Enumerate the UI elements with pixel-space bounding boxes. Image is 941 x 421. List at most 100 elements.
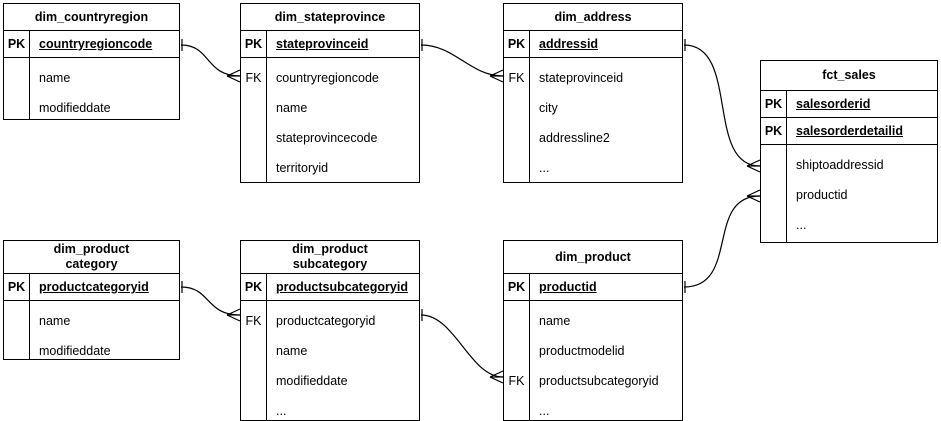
attribute-key-column: FK bbox=[241, 58, 267, 182]
key-badge: PK bbox=[761, 118, 787, 144]
attribute-dim_address-3: ... bbox=[539, 161, 550, 175]
entity-title-line: dim_product bbox=[53, 242, 130, 256]
attribute-key-column bbox=[4, 58, 30, 119]
relationship-product-to-fctsales[interactable] bbox=[683, 189, 761, 293]
attribute-dim_product-1: productmodelid bbox=[539, 344, 625, 358]
fk-badge: FK bbox=[245, 314, 262, 328]
entity-title-dim_address: dim_address bbox=[504, 4, 682, 31]
attribute-dim_product-3: ... bbox=[539, 404, 550, 418]
attribute-key-column: FK bbox=[241, 301, 267, 420]
entity-title-line: fct_sales bbox=[822, 68, 876, 82]
cardinality-many-marker bbox=[489, 69, 504, 77]
key-field-name: stateprovinceid bbox=[276, 37, 369, 51]
attribute-dim_address-2: addressline2 bbox=[539, 131, 610, 145]
cardinality-many-marker bbox=[489, 376, 504, 384]
key-row-dim_stateprovince-stateprovinceid[interactable]: PK stateprovinceid bbox=[241, 31, 419, 58]
attribute-name-column: name modifieddate bbox=[30, 58, 179, 119]
key-row-dim_address-addressid[interactable]: PK addressid bbox=[504, 31, 682, 58]
key-field-name: salesorderid bbox=[796, 97, 871, 111]
attribute-dim_product-2: productsubcategoryid bbox=[539, 374, 659, 388]
entity-title-line: dim_address bbox=[554, 9, 632, 24]
attributes-block-fct_sales: shiptoaddressid productid... bbox=[761, 145, 937, 242]
relationship-curve bbox=[683, 195, 761, 288]
key-field-name: salesorderdetailid bbox=[796, 124, 903, 138]
attribute-fct_sales-1: productid bbox=[796, 188, 848, 202]
key-badge: PK bbox=[504, 31, 530, 57]
cardinality-many-marker bbox=[226, 314, 241, 322]
key-badge: PK bbox=[504, 274, 530, 300]
entity-title-line: dim_product bbox=[292, 242, 368, 256]
attribute-dim_countryregion-0: name bbox=[39, 71, 71, 85]
fk-badge: FK bbox=[245, 71, 262, 85]
attributes-block-dim_countryregion: name modifieddate bbox=[4, 58, 179, 119]
attribute-name-column: shiptoaddressid productid... bbox=[787, 145, 937, 242]
attribute-dim_productsubcategory-2: modifieddate bbox=[276, 374, 348, 388]
relationship-curve bbox=[683, 44, 761, 167]
relationship-productcategory-to-subcategory[interactable] bbox=[180, 281, 241, 322]
entity-title-line: category bbox=[65, 257, 118, 271]
attribute-dim_countryregion-1: modifieddate bbox=[39, 101, 111, 115]
entity-title-dim_product: dim_product bbox=[504, 241, 682, 274]
entity-title-line: dim_stateprovince bbox=[274, 9, 386, 24]
cardinality-many-marker bbox=[489, 370, 504, 378]
attribute-dim_productsubcategory-3: ... bbox=[276, 404, 287, 418]
attribute-dim_product-0: name bbox=[539, 314, 571, 328]
key-field-name: countryregioncode bbox=[39, 37, 153, 51]
relationship-countryregion-to-stateprovince[interactable] bbox=[180, 39, 241, 83]
cardinality-many-marker bbox=[226, 75, 241, 83]
key-badge: PK bbox=[4, 31, 30, 57]
attributes-block-dim_productsubcategory: FK productcategoryid name modifieddate... bbox=[241, 301, 419, 420]
key-row-dim_countryregion-countryregioncode[interactable]: PK countryregioncode bbox=[4, 31, 179, 58]
key-field-name: addressid bbox=[539, 37, 599, 51]
attribute-dim_productsubcategory-0: productcategoryid bbox=[276, 314, 376, 328]
attribute-dim_productsubcategory-1: name bbox=[276, 344, 308, 358]
attribute-key-column bbox=[761, 145, 787, 242]
key-row-fct_sales-salesorderdetailid[interactable]: PK salesorderdetailid bbox=[761, 118, 937, 145]
fk-badge: FK bbox=[508, 71, 525, 85]
key-badge: PK bbox=[241, 31, 267, 57]
key-row-dim_product-productid[interactable]: PK productid bbox=[504, 274, 682, 301]
attribute-key-column bbox=[4, 301, 30, 359]
relationship-address-to-fctsales[interactable] bbox=[683, 39, 761, 173]
relationship-subcategory-to-product[interactable] bbox=[420, 309, 504, 384]
attribute-dim_productcategory-1: modifieddate bbox=[39, 344, 111, 358]
attribute-dim_stateprovince-3: territoryid bbox=[276, 161, 329, 175]
attribute-dim_address-0: stateprovinceid bbox=[539, 71, 624, 85]
cardinality-many-marker bbox=[746, 189, 761, 197]
attribute-fct_sales-2: ... bbox=[796, 218, 807, 232]
attribute-name-column: name productmodelid productsubcategoryid..… bbox=[530, 301, 682, 420]
key-badge: PK bbox=[4, 274, 30, 300]
relationship-stateprovince-to-address[interactable] bbox=[420, 39, 504, 83]
attribute-dim_stateprovince-0: countryregioncode bbox=[276, 71, 379, 85]
attribute-fct_sales-0: shiptoaddressid bbox=[796, 158, 884, 172]
entity-title-line: subcategory bbox=[292, 257, 368, 271]
cardinality-many-marker bbox=[746, 159, 761, 167]
cardinality-many-marker bbox=[746, 195, 761, 203]
entity-title-dim_stateprovince: dim_stateprovince bbox=[241, 4, 419, 31]
cardinality-many-marker bbox=[226, 69, 241, 77]
key-field-name: productid bbox=[539, 280, 597, 294]
attribute-key-column: FK bbox=[504, 58, 530, 182]
key-badge: PK bbox=[761, 91, 787, 117]
entity-title-dim_countryregion: dim_countryregion bbox=[4, 4, 179, 31]
entity-title-fct_sales: fct_sales bbox=[761, 61, 937, 91]
relationship-curve bbox=[420, 44, 504, 77]
key-row-fct_sales-salesorderid[interactable]: PK salesorderid bbox=[761, 91, 937, 118]
fk-badge: FK bbox=[508, 374, 525, 388]
attribute-dim_stateprovince-2: stateprovincecode bbox=[276, 131, 378, 145]
